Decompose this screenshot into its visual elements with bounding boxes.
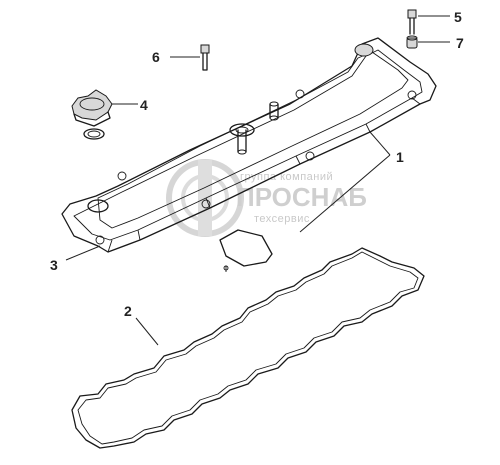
o-ring <box>83 128 105 140</box>
callout-4: 4 <box>140 97 148 113</box>
callout-2: 2 <box>124 303 132 319</box>
watermark-logo-icon <box>166 159 244 237</box>
baffle-plate <box>219 229 273 272</box>
callout-7: 7 <box>456 35 464 51</box>
valve-cover <box>61 37 437 253</box>
watermark-brand: ПРОСНАБ <box>236 182 367 212</box>
watermark-line1: группа компаний <box>240 171 333 183</box>
bolt-5 <box>407 9 417 35</box>
cover-gasket <box>71 247 425 449</box>
leader-lines <box>65 15 450 346</box>
callout-1: 1 <box>396 149 404 165</box>
bolt-6 <box>200 44 210 71</box>
callout-3: 3 <box>50 257 58 273</box>
watermark: группа компаний ПРОСНАБ техсервис <box>166 159 367 237</box>
callout-5: 5 <box>454 9 462 25</box>
callout-6: 6 <box>152 49 160 65</box>
spacer-7 <box>406 35 418 49</box>
watermark-line2: техсервис <box>254 213 310 225</box>
filler-cap <box>71 89 113 127</box>
